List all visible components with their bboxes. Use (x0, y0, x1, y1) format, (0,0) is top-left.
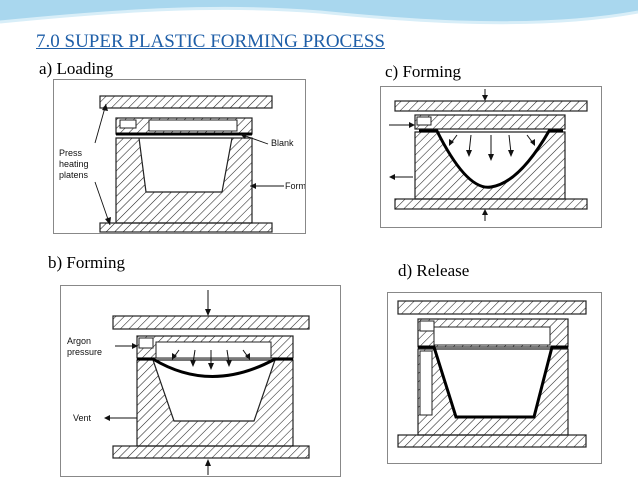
diagram-forming-b: Argon pressure Vent (60, 285, 341, 477)
caption-release: d) Release (398, 261, 470, 280)
label-heating: heating (59, 159, 89, 169)
top-die (414, 114, 566, 130)
top-press-platen (99, 95, 273, 109)
top-press-platen (397, 300, 587, 315)
label-press: Press (59, 148, 83, 158)
formed-part (418, 345, 568, 419)
diagram-loading: Press heating platens Blank Form die (53, 79, 306, 234)
form-die (417, 348, 569, 436)
caption-loading: a) Loading (39, 59, 114, 78)
slide-title: 7.0 SUPER PLASTIC FORMING PROCESS (36, 31, 385, 52)
label-blank: Blank (271, 138, 294, 148)
diagram-forming-c (380, 86, 602, 228)
label-platens: platens (59, 170, 89, 180)
formed-sheet (419, 129, 563, 189)
bottom-press-platen (397, 434, 587, 448)
bottom-press-platen (394, 198, 588, 210)
bottom-press-platen (112, 445, 310, 459)
label-pressure: pressure (67, 347, 102, 357)
top-press-platen (112, 315, 310, 330)
form-die (136, 359, 294, 447)
bottom-press-platen (99, 222, 273, 233)
bulging-sheet (137, 357, 293, 378)
header-wave-decoration (0, 0, 638, 25)
label-vent: Vent (73, 413, 92, 423)
label-form-die: Form die (285, 181, 305, 191)
caption-forming-c: c) Forming (385, 62, 462, 81)
caption-forming-b: b) Forming (48, 253, 125, 272)
label-argon: Argon (67, 336, 91, 346)
diagram-release (387, 292, 602, 464)
form-die (115, 137, 253, 224)
top-press-platen (394, 100, 588, 112)
